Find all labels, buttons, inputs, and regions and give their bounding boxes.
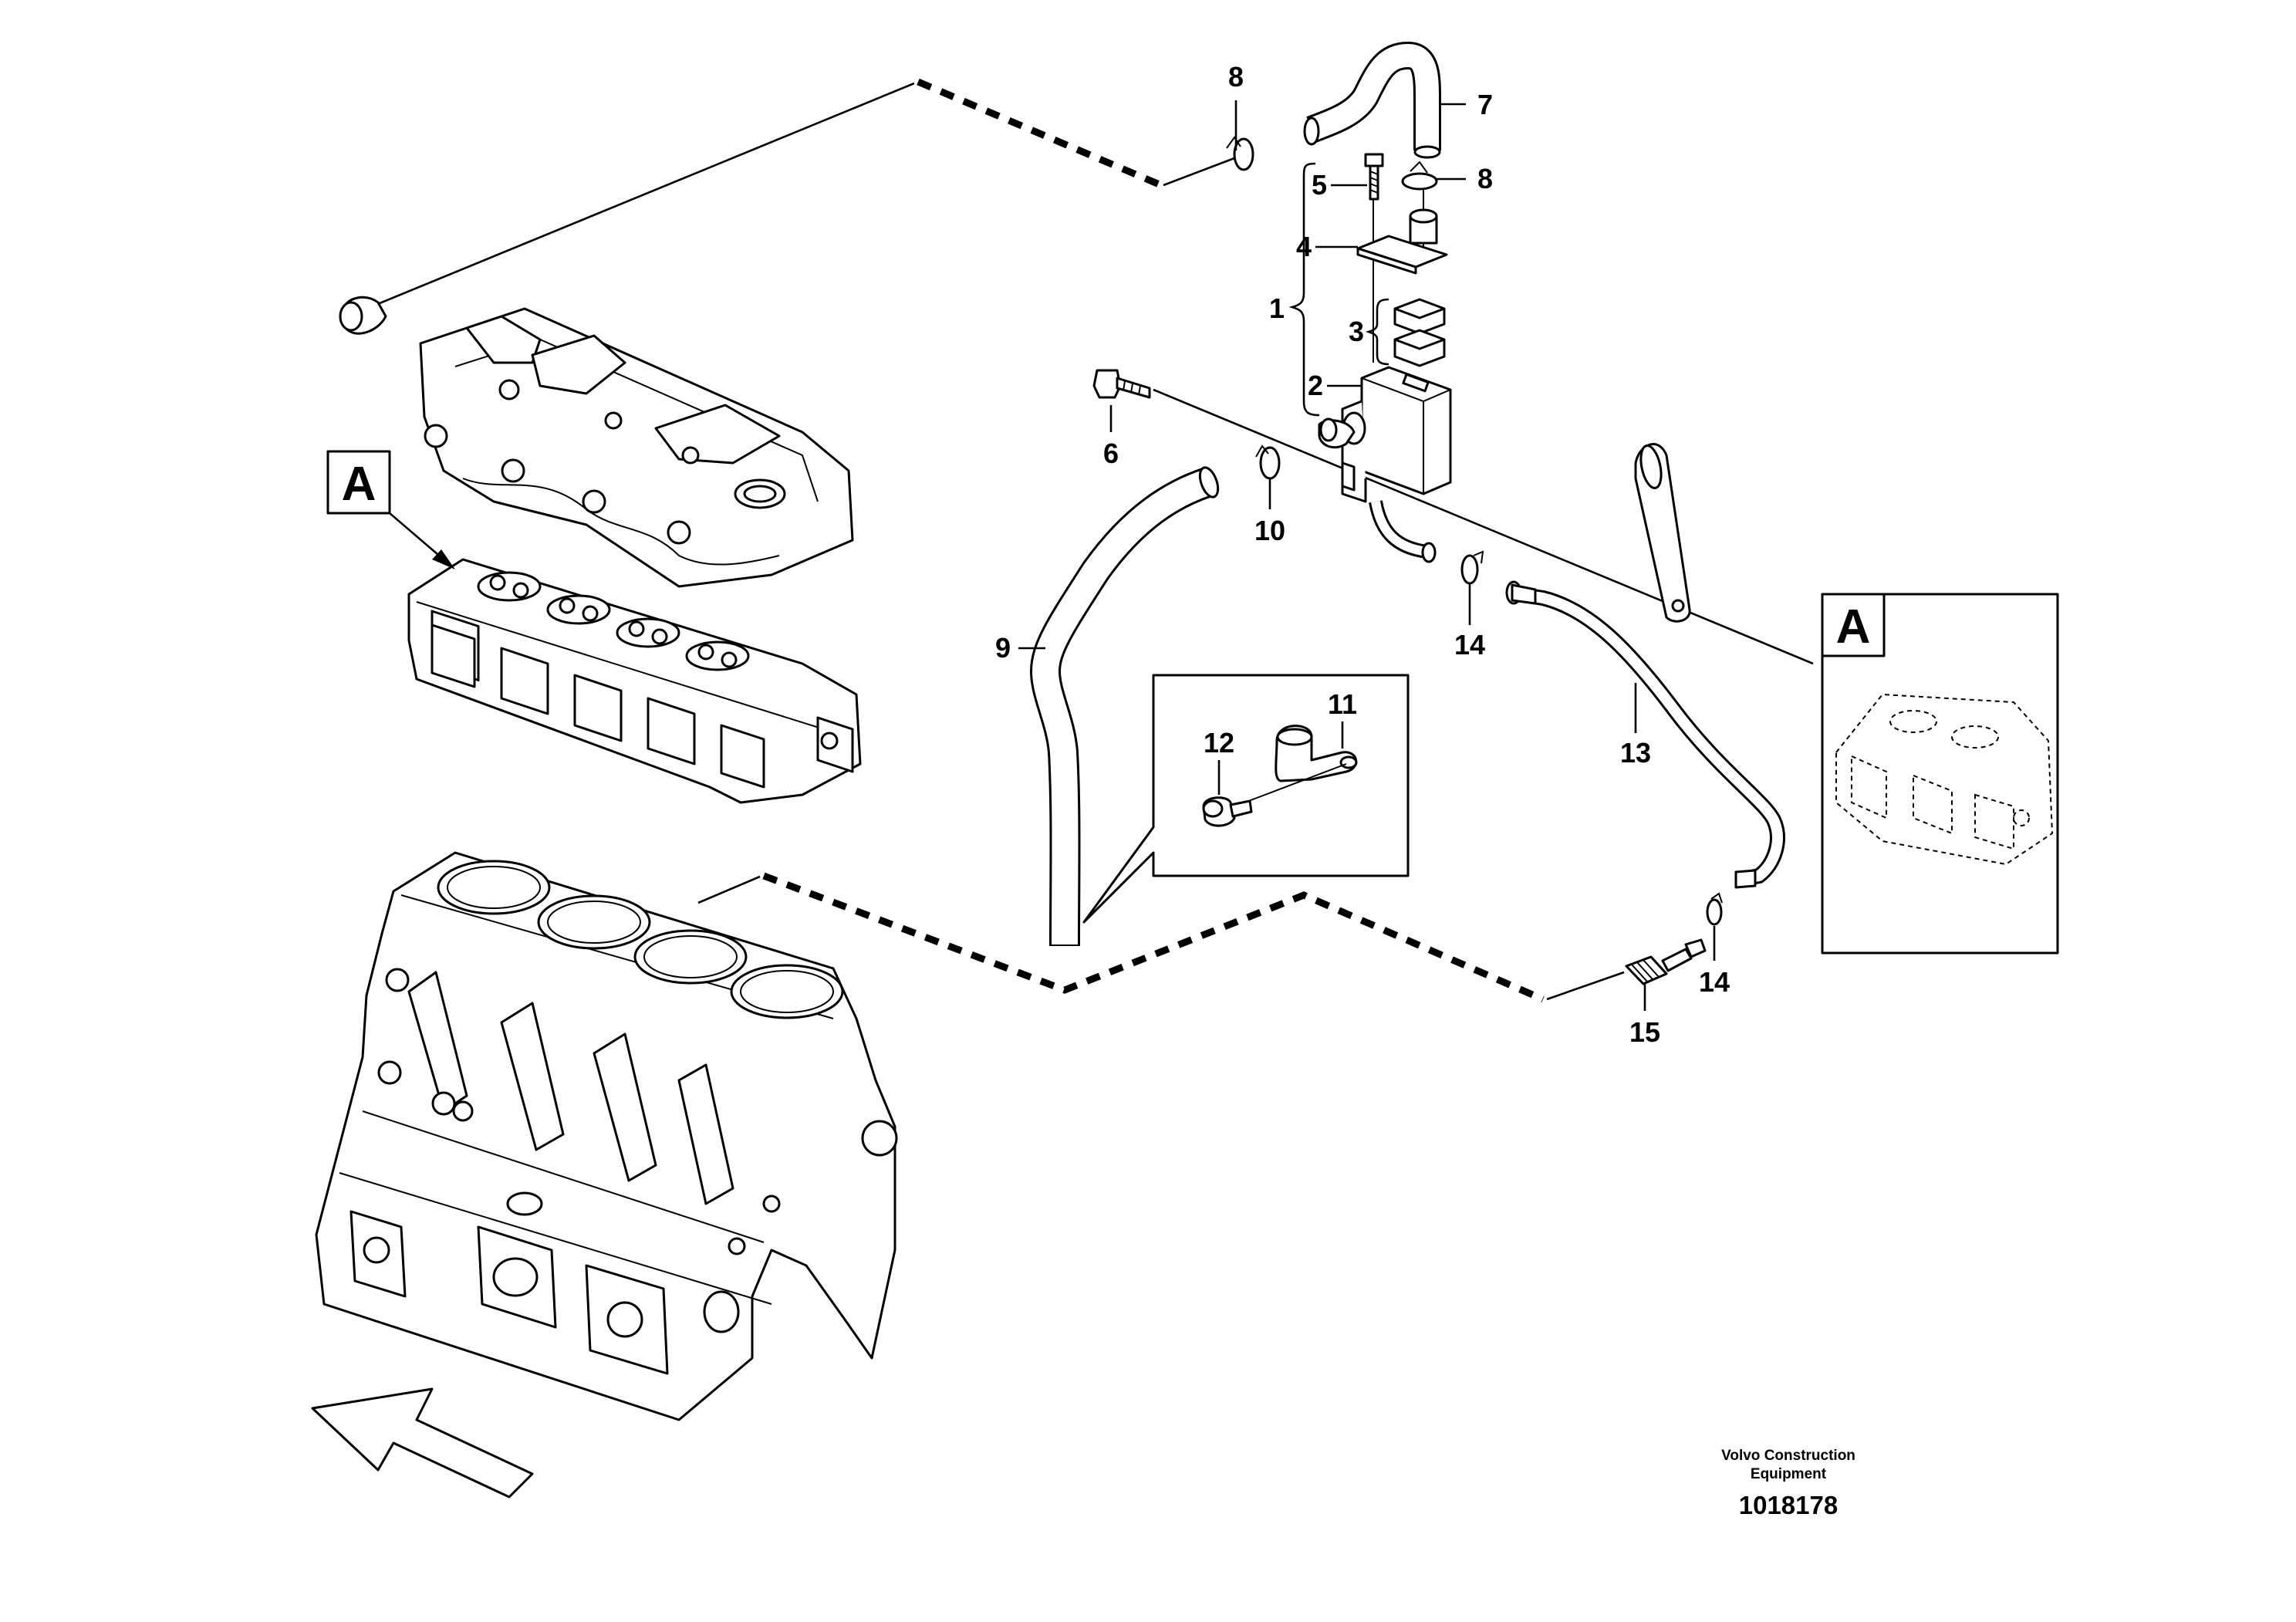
callout-14-lower: 14 xyxy=(1699,966,1730,998)
breather-hose-9 xyxy=(1029,466,1220,946)
callout-1: 1 xyxy=(1269,292,1285,324)
callout-10: 10 xyxy=(1254,515,1285,546)
callout-15: 15 xyxy=(1629,1016,1660,1048)
callout-13: 13 xyxy=(1620,737,1651,769)
phantom-cylinder-head xyxy=(1835,693,2054,866)
view-marker-a-left xyxy=(326,450,455,569)
callout-labels: 1 2 3 4 5 6 7 8 8 9 10 11 12 13 14 14 15… xyxy=(342,61,1871,1048)
footer-company-line2: Equipment xyxy=(1750,1466,1827,1482)
callout-11: 11 xyxy=(1328,688,1357,720)
view-direction-arrow xyxy=(311,1387,534,1499)
mounting-bracket xyxy=(1634,443,1691,623)
footer-company: Volvo Construction Equipment xyxy=(1673,1447,1904,1484)
hose-clamp-8a xyxy=(1226,136,1254,171)
hose-clamp-14b xyxy=(1706,892,1723,926)
hose-clamp-10 xyxy=(1255,444,1281,480)
reference-view-a xyxy=(1821,593,2059,955)
oil-separator-assembly xyxy=(1318,153,1452,563)
callout-8-top: 8 xyxy=(1228,61,1244,93)
leader-lines xyxy=(1018,100,1716,1011)
callout-7: 7 xyxy=(1477,89,1493,120)
hose-clamp-8b xyxy=(1401,161,1438,191)
bolt-6 xyxy=(1092,369,1151,399)
callout-14-upper: 14 xyxy=(1454,629,1485,661)
hose-clamp-14a xyxy=(1460,550,1484,585)
callout-4: 4 xyxy=(1296,231,1312,262)
view-marker-a-left-label: A xyxy=(342,458,376,511)
clip-detail-inset xyxy=(1082,674,1410,924)
valve-springs xyxy=(477,571,750,671)
breather-hose-top xyxy=(1303,41,1441,159)
routing-lines xyxy=(366,78,1814,1003)
callout-6: 6 xyxy=(1103,438,1119,469)
drain-hose-13 xyxy=(1505,580,1785,889)
footer-company-line1: Volvo Construction xyxy=(1721,1448,1855,1464)
callout-2: 2 xyxy=(1308,370,1323,401)
callout-3: 3 xyxy=(1349,316,1364,347)
fitting-15 xyxy=(1625,938,1707,985)
callout-5: 5 xyxy=(1312,169,1327,201)
callout-9: 9 xyxy=(995,632,1011,664)
cylinder-head xyxy=(407,558,862,804)
view-marker-a-right-label: A xyxy=(1836,600,1871,654)
engine-block xyxy=(315,851,898,1421)
callout-8-right: 8 xyxy=(1477,163,1493,194)
drawing-number: 1018178 xyxy=(1738,1491,1838,1519)
valve-cover xyxy=(339,296,854,588)
callout-12: 12 xyxy=(1204,727,1234,759)
